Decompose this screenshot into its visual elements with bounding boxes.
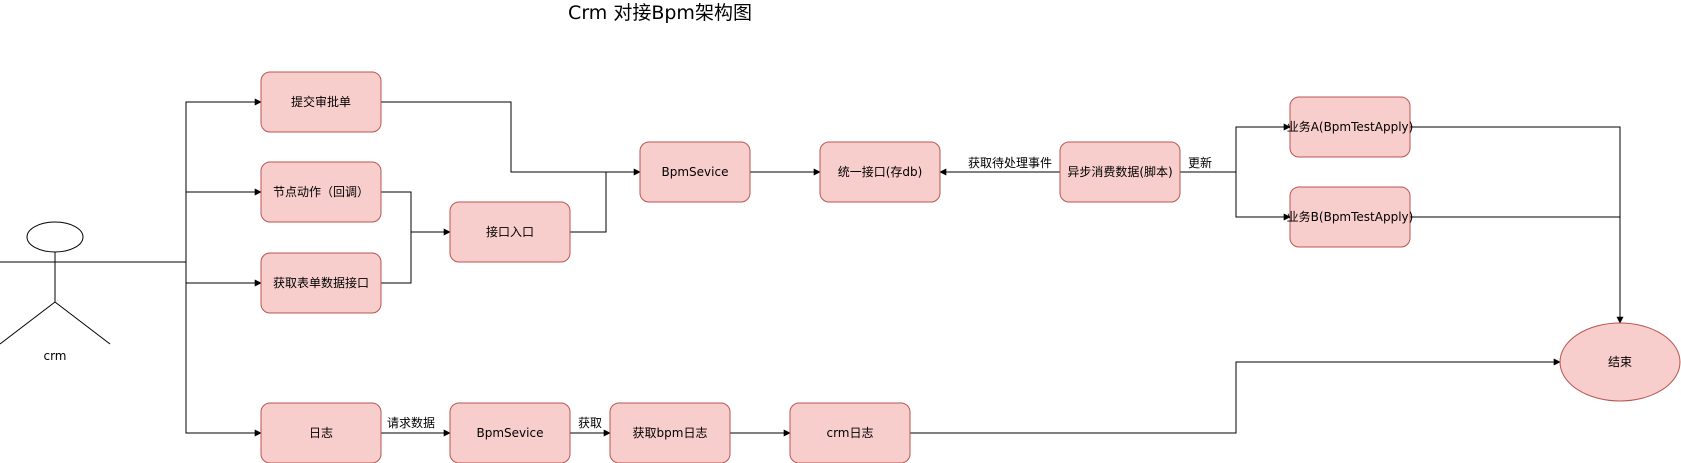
edge-submit-bpmservice <box>381 101 641 176</box>
edge-label-update: 更新 <box>1188 155 1212 170</box>
node-crm-log-label: crm日志 <box>826 426 873 440</box>
node-async-label: 异步消费数据(脚本) <box>1067 164 1172 179</box>
edge-entry-bpmservice <box>570 172 607 233</box>
node-log-bpm-service-label: BpmSevice <box>477 426 544 440</box>
edge-crm-log <box>185 262 262 437</box>
edge-node-action-entry <box>381 191 451 236</box>
node-form-data: 获取表单数据接口 <box>260 252 382 314</box>
diagram-title: Crm 对接Bpm架构图 <box>568 2 752 24</box>
node-submit-label: 提交审批单 <box>291 94 351 109</box>
node-unified-label: 统一接口(存db) <box>838 164 923 179</box>
node-biz-a-label: 业务A(BpmTestApply) <box>1287 119 1414 134</box>
node-bpm-service-label: BpmSevice <box>662 165 729 179</box>
node-log-bpm-service: BpmSevice <box>449 402 571 463</box>
edges <box>110 98 1624 437</box>
node-crm-log: crm日志 <box>789 402 911 463</box>
node-bpm-service: BpmSevice <box>639 141 751 203</box>
edge-labels: 获取待处理事件 更新 请求数据 获取 <box>384 155 1214 431</box>
actor-label: crm <box>43 349 66 363</box>
node-node-action-label: 节点动作（回调） <box>273 185 369 199</box>
actor-right-leg <box>54 301 111 345</box>
node-submit: 提交审批单 <box>260 71 382 133</box>
node-log: 日志 <box>260 402 382 463</box>
edge-biz-a-end <box>1410 126 1624 324</box>
node-end-label: 结束 <box>1608 355 1632 369</box>
edge-form-data-entry <box>381 232 412 284</box>
edge-async-biz-a <box>1180 123 1291 173</box>
node-biz-a: 业务A(BpmTestApply) <box>1287 96 1414 158</box>
node-biz-b-label: 业务B(BpmTestApply) <box>1287 209 1414 224</box>
node-form-data-label: 获取表单数据接口 <box>273 275 369 290</box>
node-async: 异步消费数据(脚本) <box>1059 141 1181 203</box>
node-end: 结束 <box>1559 322 1681 402</box>
node-entry-label: 接口入口 <box>486 224 534 239</box>
node-biz-b: 业务B(BpmTestApply) <box>1287 186 1414 248</box>
edge-label-fetch: 获取 <box>578 416 602 430</box>
actor-head <box>26 221 84 253</box>
node-entry: 接口入口 <box>449 201 571 263</box>
actor-left-leg <box>0 301 56 345</box>
node-get-bpm-log-label: 获取bpm日志 <box>633 426 708 440</box>
edge-crm-submit <box>110 98 262 263</box>
edge-label-fetch-pending: 获取待处理事件 <box>968 156 1052 170</box>
crm-actor: crm <box>0 221 111 363</box>
edge-crmlog-end <box>910 358 1561 434</box>
node-unified: 统一接口(存db) <box>819 141 941 203</box>
edge-async-biz-b <box>1235 172 1291 221</box>
node-log-label: 日志 <box>309 426 333 440</box>
node-get-bpm-log: 获取bpm日志 <box>609 402 731 463</box>
node-node-action: 节点动作（回调） <box>260 161 382 223</box>
edge-label-request-data: 请求数据 <box>387 415 435 430</box>
